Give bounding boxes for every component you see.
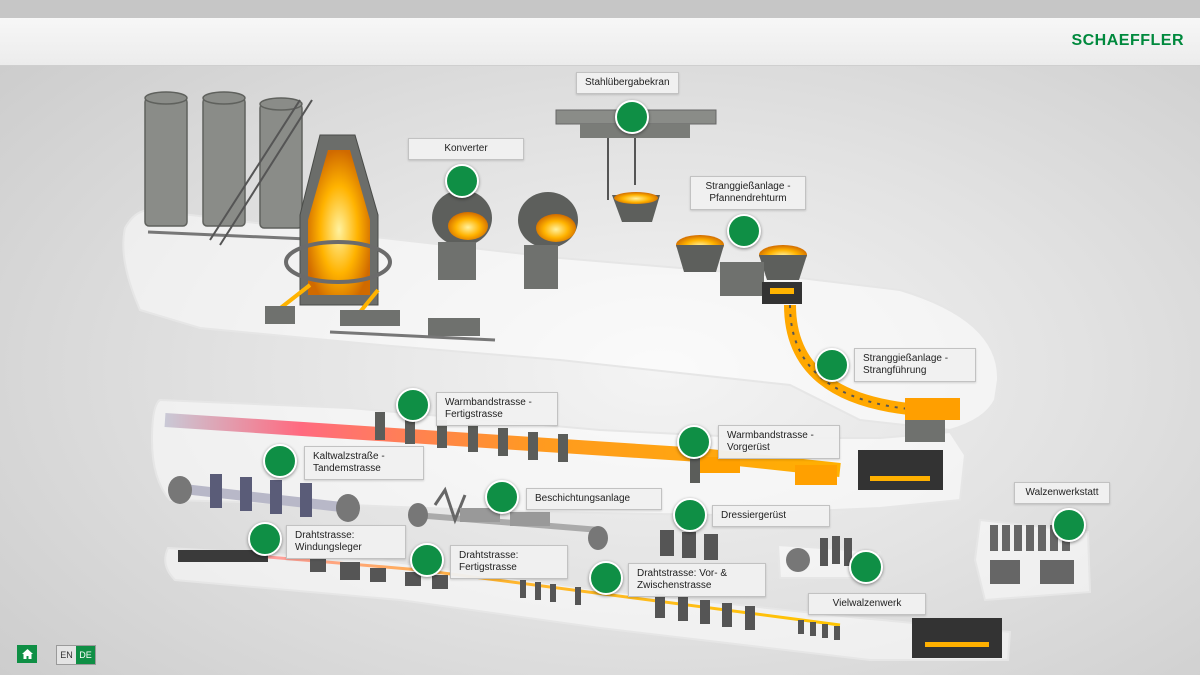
header-bar: SCHAEFFLER <box>0 18 1200 66</box>
label-strangguss-fuehrung: Stranggießanlage - Strangführung <box>854 348 976 382</box>
marker-draht-vor[interactable] <box>589 561 623 595</box>
label-draht-windung: Drahtstrasse: Windungsleger <box>286 525 406 559</box>
home-button[interactable] <box>17 645 37 663</box>
marker-vielwalzen[interactable] <box>849 550 883 584</box>
label-walzenwerkstatt: Walzenwerkstatt <box>1014 482 1110 504</box>
marker-draht-windung[interactable] <box>248 522 282 556</box>
marker-walzenwerkstatt[interactable] <box>1052 508 1086 542</box>
label-strangguss-pfanne: Stranggießanlage - Pfannendrehturm <box>690 176 806 210</box>
marker-strangguss-fuehrung[interactable] <box>815 348 849 382</box>
lang-en-button[interactable]: EN <box>57 646 76 664</box>
label-warmband-vor: Warmbandstrasse - Vorgerüst <box>718 425 840 459</box>
marker-warmband-vor[interactable] <box>677 425 711 459</box>
marker-stahluebergabekran[interactable] <box>615 100 649 134</box>
lang-de-button[interactable]: DE <box>76 646 95 664</box>
label-beschichtung: Beschichtungsanlage <box>526 488 662 510</box>
label-vielwalzen: Vielwalzenwerk <box>808 593 926 615</box>
label-dressier: Dressiergerüst <box>712 505 830 527</box>
marker-warmband-fertig[interactable] <box>396 388 430 422</box>
marker-strangguss-pfanne[interactable] <box>727 214 761 248</box>
language-switcher: EN DE <box>56 645 96 665</box>
home-icon <box>21 649 33 659</box>
marker-kaltwalz[interactable] <box>263 444 297 478</box>
label-warmband-fertig: Warmbandstrasse - Fertigstrasse <box>436 392 558 426</box>
marker-dressier[interactable] <box>673 498 707 532</box>
label-draht-fertig: Drahtstrasse: Fertigstrasse <box>450 545 568 579</box>
marker-draht-fertig[interactable] <box>410 543 444 577</box>
marker-beschichtung[interactable] <box>485 480 519 514</box>
label-stahluebergabekran: Stahlübergabekran <box>576 72 679 94</box>
label-konverter: Konverter <box>408 138 524 160</box>
brand-logo: SCHAEFFLER <box>1071 32 1184 49</box>
top-band <box>0 0 1200 18</box>
label-kaltwalz: Kaltwalzstraße - Tandemstrasse <box>304 446 424 480</box>
marker-konverter[interactable] <box>445 164 479 198</box>
label-draht-vor: Drahtstrasse: Vor- & Zwischenstrasse <box>628 563 766 597</box>
